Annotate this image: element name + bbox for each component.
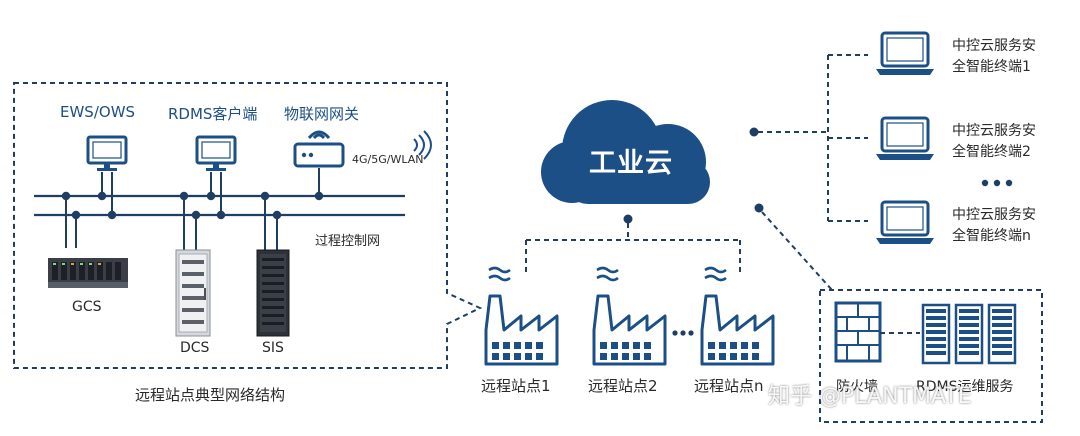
- terminal-n-line1: 中控云服务安: [952, 207, 1036, 223]
- iot-gateway-label: 物联网网关: [284, 105, 360, 123]
- rdms-server-icon: [921, 303, 951, 365]
- rdms-server-icon: [954, 303, 984, 365]
- gcs-controller-icon: [48, 258, 128, 288]
- firewall-label: 防火墙: [836, 379, 878, 395]
- site-n-label: 远程站点n: [694, 377, 764, 395]
- site-1-label: 远程站点1: [481, 377, 551, 395]
- rdms-client-monitor-icon: [195, 135, 237, 173]
- factory-site-n-icon: [700, 266, 775, 366]
- rdms-server-label: RDMS运维服务: [916, 379, 1014, 395]
- datacenter-boundary: [819, 289, 1043, 423]
- factory-site-2-icon: [592, 266, 667, 366]
- industrial-cloud-icon: [541, 100, 710, 204]
- terminal-n-line2: 全智能终端n: [952, 228, 1031, 244]
- terminal-1-line2: 全智能终端1: [952, 59, 1031, 75]
- process-network-label: 过程控制网: [315, 234, 381, 249]
- site-ellipsis: [672, 330, 694, 336]
- rdms-server-icon: [987, 303, 1017, 365]
- cloud-terminal-links: [749, 54, 868, 222]
- wireless-signal-icon: [413, 130, 432, 160]
- terminal-2-line1: 中控云服务安: [952, 123, 1036, 139]
- gcs-label: GCS: [72, 299, 102, 315]
- terminal-n-label: 中控云服务安 全智能终端n: [952, 205, 1036, 247]
- watermark: 知乎 @PLANTMATE: [768, 384, 972, 409]
- dcs-cabinet-icon: [175, 249, 211, 337]
- terminal-2-laptop-icon: [874, 116, 936, 162]
- factory-site-1-icon: [484, 266, 559, 366]
- ews-ows-label: EWS/OWS: [60, 103, 136, 121]
- firewall-icon: [834, 301, 882, 363]
- terminal-1-line1: 中控云服务安: [952, 38, 1036, 54]
- site-2-label: 远程站点2: [588, 377, 658, 395]
- bus-connections: [61, 168, 324, 250]
- ews-monitor-icon: [86, 135, 128, 173]
- terminal-1-laptop-icon: [874, 31, 936, 77]
- cloud-datacenter-link: [754, 203, 833, 291]
- wireless-label: 4G/5G/WLAN: [352, 153, 424, 166]
- sis-cabinet-icon: [256, 249, 290, 337]
- remote-site-caption: 远程站点典型网络结构: [135, 386, 286, 404]
- terminal-n-laptop-icon: [874, 200, 936, 246]
- terminal-2-label: 中控云服务安 全智能终端2: [952, 121, 1036, 163]
- cloud-site-links: [525, 214, 741, 274]
- sis-label: SIS: [262, 340, 284, 356]
- terminal-1-label: 中控云服务安 全智能终端1: [952, 36, 1036, 78]
- terminal-2-line2: 全智能终端2: [952, 144, 1031, 160]
- dcs-label: DCS: [180, 340, 210, 356]
- iot-gateway-router-icon: [293, 130, 345, 168]
- rdms-client-label: RDMS客户端: [168, 105, 258, 123]
- terminal-ellipsis: [981, 179, 1013, 187]
- cloud-label: 工业云: [589, 148, 673, 179]
- remote-site-boundary: [13, 82, 483, 369]
